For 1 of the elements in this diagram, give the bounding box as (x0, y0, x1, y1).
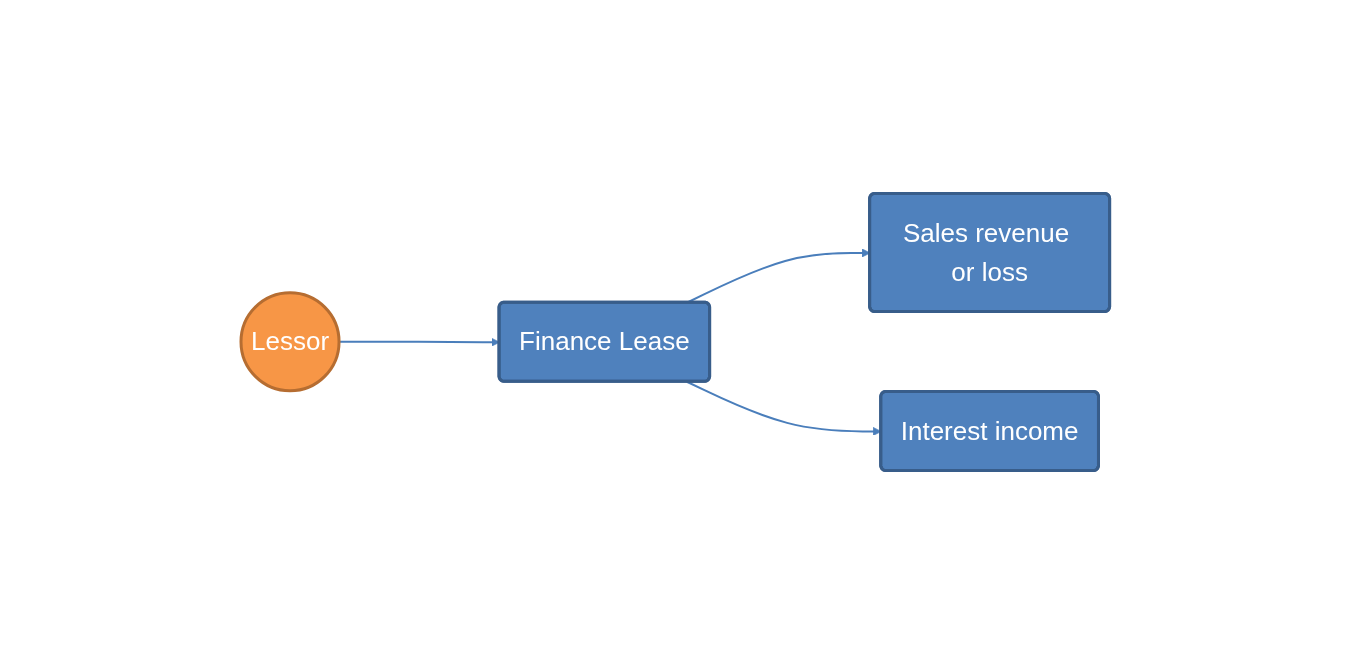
node-circle: Lessor (239, 291, 341, 393)
